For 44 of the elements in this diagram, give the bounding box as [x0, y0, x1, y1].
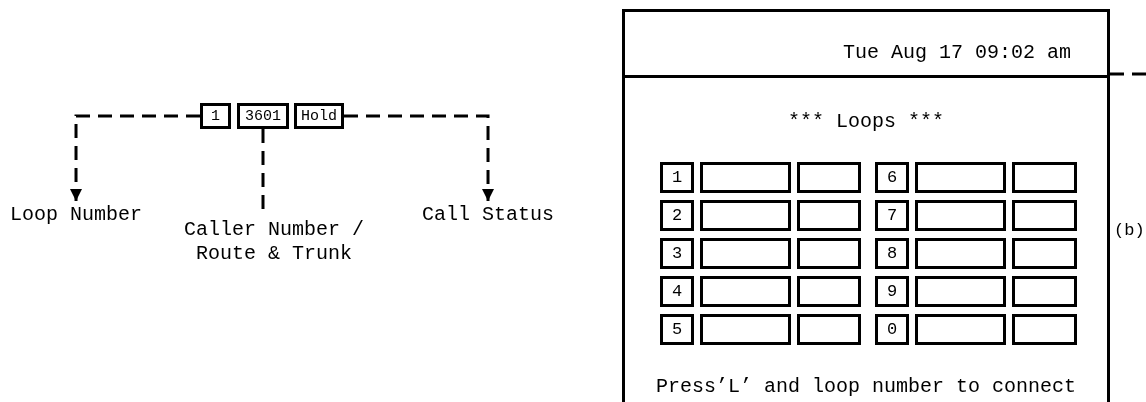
loop-number-field: 4 — [660, 276, 694, 307]
loop-number-field: 7 — [875, 200, 909, 231]
call-status-field: Hold — [294, 103, 344, 129]
empty-field — [797, 162, 861, 193]
empty-field — [797, 314, 861, 345]
arrow — [70, 114, 200, 201]
empty-field — [1012, 238, 1077, 269]
empty-field — [915, 314, 1006, 345]
empty-field — [915, 162, 1006, 193]
date-time-text: Tue Aug 17 09:02 am — [842, 42, 1071, 64]
empty-field — [1012, 162, 1077, 193]
arrow — [344, 114, 494, 201]
callout-text: Call Status — [422, 204, 555, 226]
empty-field — [915, 238, 1006, 269]
empty-field — [797, 276, 861, 307]
empty-field — [797, 200, 861, 231]
screen-title: *** Loops *** — [788, 111, 944, 133]
loop-number-field: 2 — [660, 200, 694, 231]
loop-number-field: 1 — [200, 103, 231, 129]
empty-field — [1012, 276, 1077, 307]
empty-field — [700, 162, 791, 193]
loop-number-field: 3 — [660, 238, 694, 269]
empty-field — [700, 276, 791, 307]
empty-field — [797, 238, 861, 269]
callout-text: Caller Number / Route & Trunk — [178, 218, 370, 266]
caller-number-field: 3601 — [237, 103, 289, 129]
loop-number-field: 1 — [660, 162, 694, 193]
loop-number-field: 5 — [660, 314, 694, 345]
empty-field — [1012, 314, 1077, 345]
loop-number-field: 6 — [875, 162, 909, 193]
callout-text: Loop Number — [10, 204, 143, 226]
loop-number-field: 8 — [875, 238, 909, 269]
empty-field — [915, 276, 1006, 307]
empty-field — [700, 238, 791, 269]
empty-field — [915, 200, 1006, 231]
empty-field — [1012, 200, 1077, 231]
empty-field — [700, 314, 791, 345]
loop-number-field: 9 — [875, 276, 909, 307]
instruction-text: Press’L’ and loop number to connect — [655, 376, 1077, 398]
empty-field — [700, 200, 791, 231]
leader-line — [1110, 72, 1146, 76]
loop-number-field: 0 — [875, 314, 909, 345]
figure-label: (b) — [1114, 220, 1145, 242]
screen-panel — [622, 9, 1110, 402]
